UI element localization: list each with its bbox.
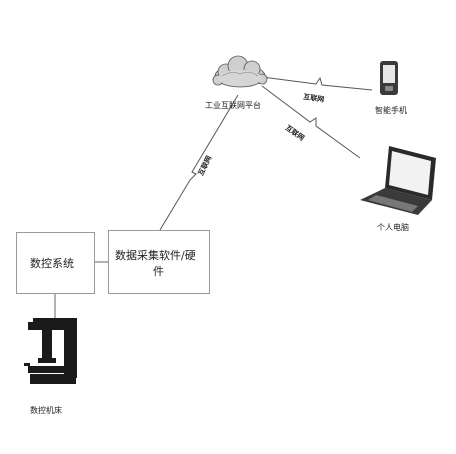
pc-label: 个人电脑 [377,223,409,232]
laptop-icon [360,146,436,215]
acquisition-label-line2: 件 [153,265,164,278]
platform-to-phone-link [261,76,373,91]
cloud-icon [212,55,268,88]
acquisition-to-platform-link [159,94,239,231]
acquisition-box [108,230,210,294]
acquisition-label-line1: 数据采集软件/硬 [115,249,196,262]
smartphone-icon [380,61,398,95]
cnc-system-label: 数控系统 [30,257,74,270]
cnc-machine-icon [24,318,77,384]
cnc-system-box [16,232,95,294]
platform-label: 工业互联网平台 [205,101,261,110]
machine-tool-label: 数控机床 [30,406,62,415]
smartphone-label: 智能手机 [375,106,407,115]
platform-to-pc-link [261,85,361,159]
